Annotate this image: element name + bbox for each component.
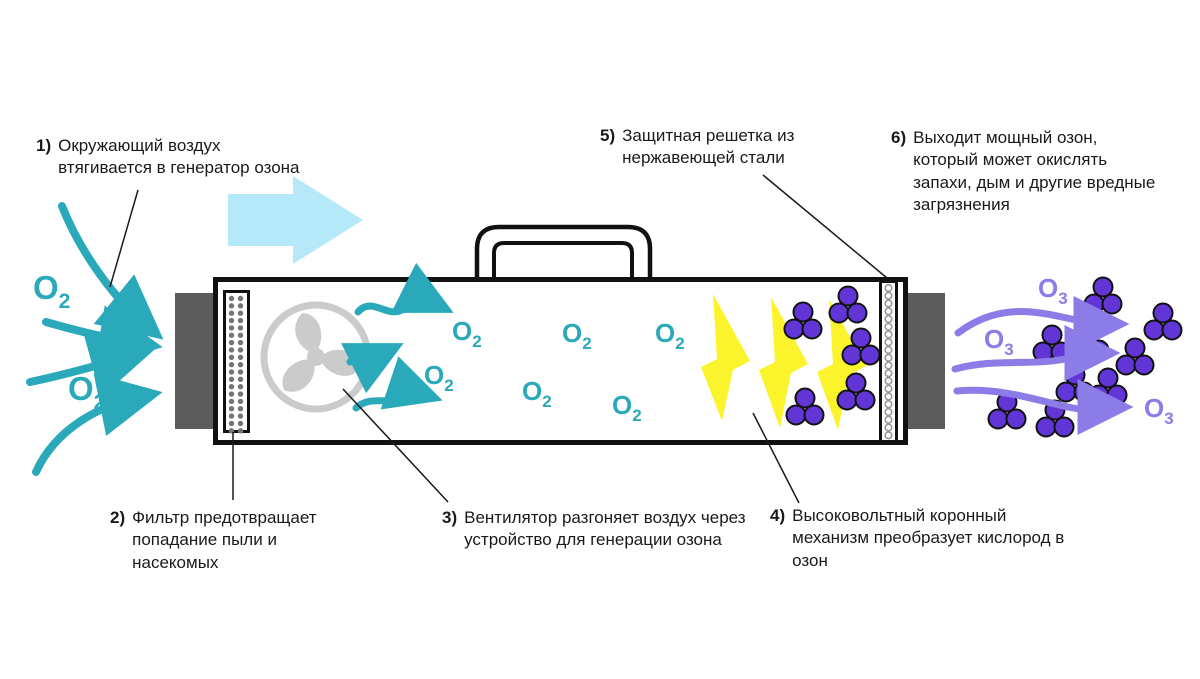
annotation-1-text: Окружающий воздух втягивается в генерато… — [58, 136, 300, 178]
intake-arrow-icon — [26, 335, 155, 398]
output-arrow-icon — [953, 379, 1134, 436]
o2-molecule-label: O2 — [68, 370, 105, 414]
output-arrow-icon — [954, 295, 1130, 352]
leader-line-5 — [762, 174, 888, 279]
annotation-5-number: 5) — [600, 126, 616, 145]
steel-grille — [879, 280, 898, 443]
grille-rings — [884, 283, 893, 440]
annotation-3-text: Вентилятор разгоняет воздух через устрой… — [464, 508, 746, 550]
airflow-arrow-icon — [354, 262, 454, 316]
annotation-2: 2) Фильтр предотвращает попадание пыли и… — [110, 507, 367, 574]
ozone-molecule-icon — [1032, 324, 1072, 363]
ozone-molecule-icon — [1143, 302, 1183, 341]
annotation-4: 4) Высоковольтный коронный механизм прео… — [770, 505, 1087, 572]
airflow-arrow-icon — [352, 356, 443, 412]
internal-airflow-arrows — [341, 262, 454, 412]
intake-arrow-icon — [42, 305, 163, 369]
annotation-2-number: 2) — [110, 508, 126, 527]
annotation-4-number: 4) — [770, 506, 786, 525]
ozone-molecule-icon — [841, 327, 881, 366]
ozone-molecule-icon — [785, 387, 825, 426]
intake-arrow-icon — [32, 373, 163, 476]
output-arrow-icon — [951, 324, 1121, 381]
leader-lines — [109, 174, 888, 504]
annotation-1: 1) Окружающий воздух втягивается в генер… — [36, 135, 310, 180]
annotation-4-text: Высоковольтный коронный механизм преобра… — [792, 506, 1065, 570]
annotation-5: 5) Защитная решетка из нержавеющей стали — [600, 125, 802, 170]
annotation-3: 3) Вентилятор разгоняет воздух через уст… — [442, 507, 749, 552]
carry-handle — [474, 224, 653, 281]
ozone-molecule-icon — [1115, 337, 1155, 376]
ozone-molecule-icon — [836, 372, 876, 411]
ozone-molecule-icon — [1055, 364, 1095, 403]
right-end-cap — [903, 293, 945, 429]
airflow-arrow-icon — [341, 343, 404, 394]
o3-molecule-label: O3 — [984, 324, 1014, 359]
o3-molecule-label: O3 — [1144, 393, 1174, 428]
annotation-3-number: 3) — [442, 508, 458, 527]
annotation-2-text: Фильтр предотвращает попадание пыли и на… — [132, 508, 317, 572]
filter-dots — [228, 295, 244, 434]
dust-filter — [223, 290, 250, 434]
lightning-icon — [701, 294, 750, 421]
o3-labels: O3 O3 O3 — [984, 273, 1174, 428]
leader-line-1 — [109, 189, 139, 288]
o2-labels-inside: O2 O2 O2 O2 O2 O2 — [424, 316, 685, 425]
annotation-6-number: 6) — [891, 128, 907, 147]
o2-molecule-label: O2 — [562, 318, 592, 353]
ozone-molecule-icon — [1083, 276, 1123, 315]
o2-molecule-label: O2 — [33, 269, 70, 313]
ozone-molecule-icon — [783, 301, 823, 340]
lightning-icon — [817, 299, 866, 430]
ozone-molecule-icon — [828, 285, 868, 324]
annotation-6-text: Выходит мощный озон, который может окисл… — [913, 128, 1156, 215]
o3-molecule-label: O3 — [1038, 273, 1068, 308]
flow-direction-arrow-icon — [228, 176, 363, 264]
annotation-6: 6) Выходит мощный озон, который может ок… — [891, 127, 1158, 217]
leader-line-4 — [752, 412, 800, 504]
air-intake-arrows — [26, 202, 164, 476]
o2-molecule-label: O2 — [612, 390, 642, 425]
annotation-5-text: Защитная решетка из нержавеющей стали — [622, 126, 795, 168]
annotation-1-number: 1) — [36, 136, 52, 155]
left-end-cap — [175, 293, 217, 429]
ozone-output-arrows — [951, 295, 1134, 436]
o2-molecule-label: O2 — [522, 376, 552, 411]
intake-arrow-icon — [58, 202, 164, 340]
leader-line-3 — [342, 388, 449, 503]
o2-molecule-label: O2 — [655, 318, 685, 353]
o2-molecule-label: O2 — [424, 360, 454, 395]
o2-molecule-label: O2 — [452, 316, 482, 351]
corona-discharge-bolts — [701, 294, 866, 430]
lightning-icon — [759, 297, 808, 428]
